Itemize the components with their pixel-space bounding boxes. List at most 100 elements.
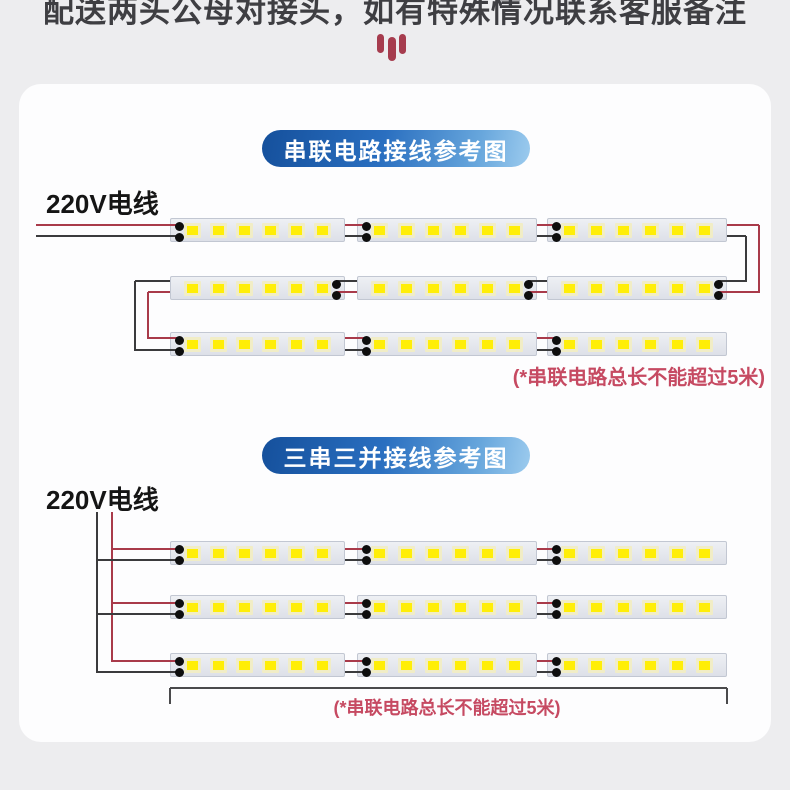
connector-dot (551, 667, 561, 677)
wire (111, 512, 113, 662)
led-chip (398, 657, 415, 673)
led-chip (184, 280, 201, 296)
led-chip (696, 336, 713, 352)
led-chip (210, 657, 227, 673)
connector-dot (361, 335, 371, 345)
led-chip (642, 222, 659, 238)
wire (336, 291, 357, 293)
connector-dot (174, 232, 184, 242)
wire (345, 660, 366, 662)
led-chip (479, 280, 496, 296)
divider-bar-right (399, 34, 406, 54)
led-chip (561, 336, 578, 352)
wire (528, 280, 547, 282)
led-chip (425, 336, 442, 352)
connector-dot (174, 667, 184, 677)
led-chip (236, 222, 253, 238)
led-chip (479, 336, 496, 352)
wire (726, 688, 728, 704)
led-chip (210, 545, 227, 561)
led-chip (236, 336, 253, 352)
led-chip (314, 222, 331, 238)
led-chip (588, 280, 605, 296)
led-chip (669, 222, 686, 238)
led-chip (371, 657, 388, 673)
wire (170, 687, 727, 689)
led-chip (561, 222, 578, 238)
led-chip (615, 222, 632, 238)
led-strip (170, 218, 345, 242)
wire (718, 291, 759, 293)
led-chip (615, 599, 632, 615)
parallel-voltage-label: 220V电线 (46, 485, 159, 515)
connector-dot (551, 609, 561, 619)
led-chip (561, 280, 578, 296)
led-chip (262, 336, 279, 352)
wire (134, 281, 136, 351)
led-chip (479, 545, 496, 561)
wire (148, 291, 170, 293)
led-chip (479, 599, 496, 615)
led-chip (236, 545, 253, 561)
led-chip (262, 545, 279, 561)
led-chip (696, 599, 713, 615)
led-chip (479, 657, 496, 673)
led-chip (669, 336, 686, 352)
wire (112, 660, 179, 662)
wire (96, 512, 98, 673)
led-chip (425, 599, 442, 615)
connector-dot (361, 656, 371, 666)
connector-dot (361, 232, 371, 242)
led-chip (669, 599, 686, 615)
led-chip (561, 657, 578, 673)
wire (345, 224, 366, 226)
wire (345, 613, 366, 615)
led-chip (314, 545, 331, 561)
led-chip (210, 336, 227, 352)
connector-dot (174, 335, 184, 345)
wire (537, 559, 556, 561)
diagram-card (19, 84, 771, 742)
led-chip (561, 545, 578, 561)
wire (537, 602, 556, 604)
wire (135, 280, 170, 282)
led-chip (288, 599, 305, 615)
led-chip (669, 280, 686, 296)
led-chip (314, 336, 331, 352)
led-chip (236, 280, 253, 296)
led-chip (398, 599, 415, 615)
led-chip (210, 599, 227, 615)
wire (537, 613, 556, 615)
led-strip (170, 332, 345, 356)
led-strip (547, 276, 727, 300)
led-chip (184, 657, 201, 673)
led-chip (288, 657, 305, 673)
led-chip (371, 280, 388, 296)
wire (36, 235, 179, 237)
connector-dot (551, 221, 561, 231)
led-chip (615, 545, 632, 561)
led-chip (452, 545, 469, 561)
led-chip (561, 599, 578, 615)
led-strip (357, 332, 537, 356)
wire (537, 660, 556, 662)
led-chip (506, 599, 523, 615)
wire (97, 671, 179, 673)
wire (147, 292, 149, 339)
led-chip (371, 599, 388, 615)
led-chip (615, 657, 632, 673)
led-chip (371, 336, 388, 352)
wire (97, 559, 179, 561)
connector-dot (174, 609, 184, 619)
wire (97, 613, 179, 615)
connector-dot (331, 290, 341, 300)
led-chip (371, 545, 388, 561)
led-chip (452, 280, 469, 296)
wire (537, 671, 556, 673)
led-strip (170, 653, 345, 677)
connector-dot (551, 232, 561, 242)
connector-dot (331, 279, 341, 289)
led-chip (288, 222, 305, 238)
